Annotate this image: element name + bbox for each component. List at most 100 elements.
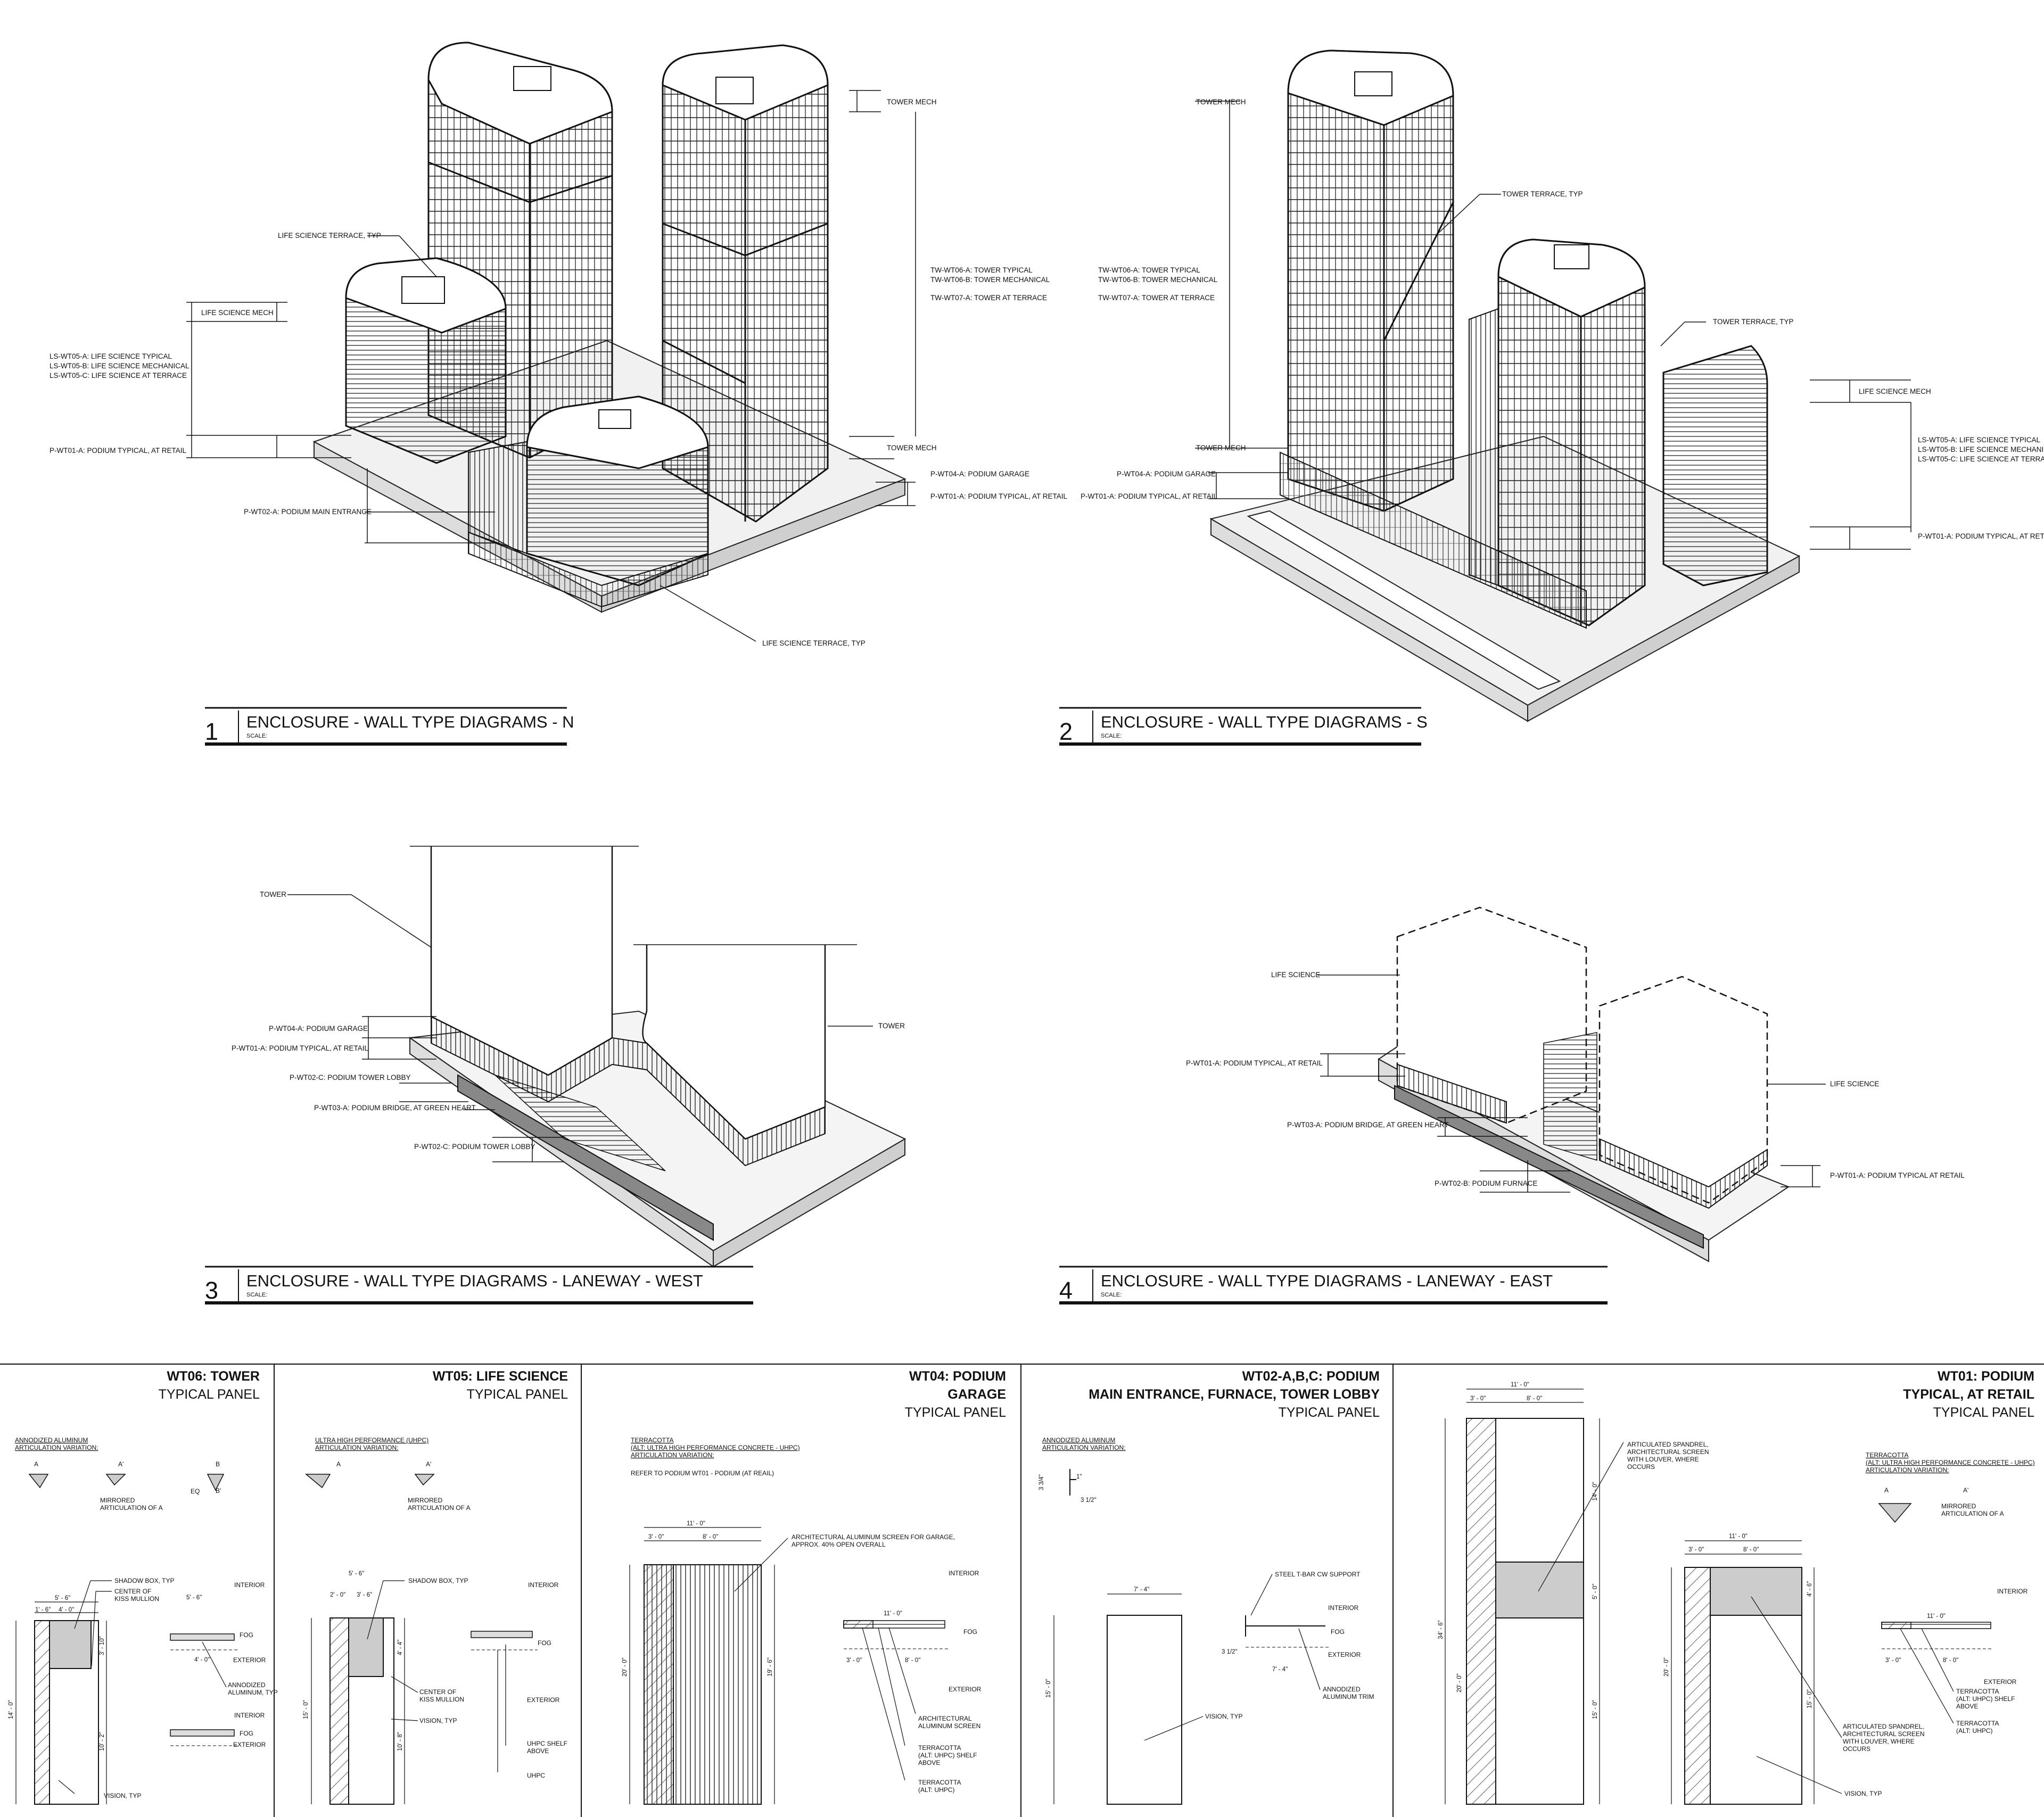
view-scale: SCALE: xyxy=(1101,1292,1122,1298)
diagram-3-laneway-west: TOWER TOWER P-WT04-A: PODIUM GARAGE P-WT… xyxy=(205,846,906,1304)
ls-mech-box xyxy=(401,276,445,304)
tower-mech-box xyxy=(1354,71,1392,96)
green-heart xyxy=(494,1075,666,1171)
life-science-center xyxy=(468,395,709,587)
dim-34-6: 34' - 6" xyxy=(1438,1620,1444,1639)
dim-14-0: 14' - 0" xyxy=(8,1700,14,1719)
label-center-of: CENTER OF xyxy=(114,1588,151,1595)
label-exterior: EXTERIOR xyxy=(527,1696,560,1704)
tower-mech-box xyxy=(715,77,754,104)
dim-3-10: 3' - 10" xyxy=(99,1636,105,1655)
plan-detail xyxy=(170,1729,235,1737)
label-tw-wt06-a: TW-WT06-A: TOWER TYPICAL xyxy=(930,266,1033,274)
label-spandrel-b: ARTICULATED SPANDREL, xyxy=(1843,1723,1924,1730)
dim-10-8: 10' - 8" xyxy=(397,1732,403,1751)
plan-dim-3-0: 3' - 0" xyxy=(846,1657,862,1664)
label-tower-right: TOWER xyxy=(878,1022,905,1030)
panel-wt04-podium-garage: WT04: PODIUM GARAGE TYPICAL PANEL TERRAC… xyxy=(622,1369,1006,1805)
label-interior: INTERIOR xyxy=(1328,1604,1359,1612)
dim-11-0: 11' - 0" xyxy=(1511,1382,1529,1388)
mullion-hatch xyxy=(1684,1567,1711,1805)
label-center-of: CENTER OF xyxy=(419,1688,456,1696)
view-scale: SCALE: xyxy=(246,1292,267,1298)
label-interior-2: INTERIOR xyxy=(234,1712,265,1719)
dim-3-6: 3' - 6" xyxy=(357,1592,372,1598)
spandrel xyxy=(1710,1567,1802,1616)
plan-dim-11-0: 11' - 0" xyxy=(1927,1613,1946,1620)
label-tc-shelf-2: (ALT: UHPC) SHELF xyxy=(1956,1695,2015,1703)
dim-8-0: 8' - 0" xyxy=(1527,1395,1542,1402)
mullion-hatch xyxy=(1466,1418,1496,1805)
label-p-wt01-a: P-WT01-A: PODIUM TYPICAL, AT RETAIL xyxy=(1081,492,1218,500)
label-trim-2: ALUMINUM TRIM xyxy=(1323,1693,1374,1700)
laneway-bridge xyxy=(1394,1085,1704,1249)
label-exterior: EXTERIOR xyxy=(1984,1678,2017,1686)
panel-title: WT04: PODIUM xyxy=(909,1369,1006,1384)
panel-subtitle: TYPICAL PANEL xyxy=(159,1387,260,1402)
title-block-1: 1 ENCLOSURE - WALL TYPE DIAGRAMS - N SCA… xyxy=(205,707,574,746)
dim-20-0-b: 20' - 0" xyxy=(1663,1657,1670,1676)
variation-note: ARTICULATION VARIATION: xyxy=(631,1451,714,1459)
podium-strip xyxy=(1469,308,1499,587)
mullion-hatch xyxy=(329,1617,349,1805)
panel-subtitle: TYPICAL PANEL xyxy=(1933,1405,2034,1420)
label-fog: FOG xyxy=(1331,1628,1345,1636)
panel-subtitle: TYPICAL PANEL xyxy=(905,1405,1006,1420)
label-tc-2: (ALT: UHPC) xyxy=(1956,1727,1992,1735)
title-block-4: 4 ENCLOSURE - WALL TYPE DIAGRAMS - LANEW… xyxy=(1059,1266,1608,1304)
label-p-wt01-a-right: P-WT01-A: PODIUM TYPICAL AT RETAIL xyxy=(1830,1171,1965,1179)
life-science-west xyxy=(345,257,507,464)
label-tower-mech-top: TOWER MECH xyxy=(887,98,937,106)
view-number: 3 xyxy=(205,1277,218,1304)
dim-5-6: 5' - 6" xyxy=(349,1571,364,1577)
green-heart xyxy=(1543,1032,1597,1161)
label-exterior-2: EXTERIOR xyxy=(233,1741,266,1748)
mullion-hatch xyxy=(34,1620,50,1805)
plan-dim-8-0: 8' - 0" xyxy=(905,1657,920,1664)
label-spandrel-3: WITH LOUVER, WHERE xyxy=(1627,1456,1699,1463)
panel-title-2: TYPICAL, AT RETAIL xyxy=(1903,1387,2034,1402)
dim-19-6: 19' - 6" xyxy=(767,1657,773,1676)
label-trim: ANNODIZED xyxy=(1323,1686,1361,1693)
view-number: 4 xyxy=(1059,1277,1073,1304)
life-science-east xyxy=(1662,345,1768,587)
label-kiss-mullion: KISS MULLION xyxy=(419,1696,464,1703)
label-tc-shelf-3: ABOVE xyxy=(1956,1703,1978,1710)
mirrored-label-2: ARTICULATION OF A xyxy=(100,1504,163,1512)
diagram-2-south-axonometric: TOWER MECH TW-WT06-A: TOWER TYPICAL TW-W… xyxy=(1059,49,2044,746)
panel-title-2: GARAGE xyxy=(947,1387,1006,1402)
plan-detail xyxy=(170,1633,235,1641)
label-p-wt03-a: P-WT03-A: PODIUM BRIDGE, AT GREEN HEART xyxy=(1287,1121,1449,1129)
variant-a: A xyxy=(34,1460,38,1468)
variant-b: B xyxy=(216,1460,220,1468)
view-title: ENCLOSURE - WALL TYPE DIAGRAMS - N xyxy=(246,713,574,731)
material-note: ULTRA HIGH PERFORMANCE (UHPC) xyxy=(315,1436,428,1444)
label-p-wt02-a: P-WT02-A: PODIUM MAIN ENTRANCE xyxy=(244,508,372,516)
label-interior: INTERIOR xyxy=(1997,1588,2028,1595)
label-screen: ARCHITECTURAL ALUMINUM SCREEN FOR GARAGE… xyxy=(792,1533,955,1541)
podium-strip xyxy=(468,531,708,608)
label-uhpc: UHPC xyxy=(527,1772,545,1779)
label-fog: FOG xyxy=(240,1631,253,1639)
label-tw-wt06-b: TW-WT06-B: TOWER MECHANICAL xyxy=(1098,276,1218,284)
label-exterior: EXTERIOR xyxy=(233,1656,266,1664)
variant-a-prime: A' xyxy=(118,1460,123,1468)
label-tc: TERRACOTTA xyxy=(1956,1720,1999,1727)
label-tc-shelf-2: (ALT: UHPC) SHELF xyxy=(918,1752,977,1759)
material-note: TERRACOTTA xyxy=(1866,1451,1908,1459)
label-kiss-mullion: KISS MULLION xyxy=(114,1595,159,1603)
view-title: ENCLOSURE - WALL TYPE DIAGRAMS - S xyxy=(1101,713,1428,731)
dim-15-0: 15' - 0" xyxy=(303,1700,309,1719)
dim-1: 1" xyxy=(1076,1474,1082,1480)
mirrored-label: MIRRORED xyxy=(100,1497,135,1504)
label-ls-mech: LIFE SCIENCE MECH xyxy=(201,309,274,317)
label-tc-shelf-3: ABOVE xyxy=(918,1759,940,1766)
mirrored-label: MIRRORED xyxy=(408,1497,443,1504)
view-number: 2 xyxy=(1059,718,1073,745)
plan-dim-11-0: 11' - 0" xyxy=(884,1610,902,1617)
mirrored-label-2: ARTICULATION OF A xyxy=(1941,1510,2004,1517)
title-block-2: 2 ENCLOSURE - WALL TYPE DIAGRAMS - S SCA… xyxy=(1059,707,1428,746)
label-ls-wt05-a: LS-WT05-A: LIFE SCIENCE TYPICAL xyxy=(1918,436,2041,444)
label-ls-mech: LIFE SCIENCE MECH xyxy=(1859,387,1931,395)
panel-title: WT02-A,B,C: PODIUM xyxy=(1242,1369,1380,1384)
